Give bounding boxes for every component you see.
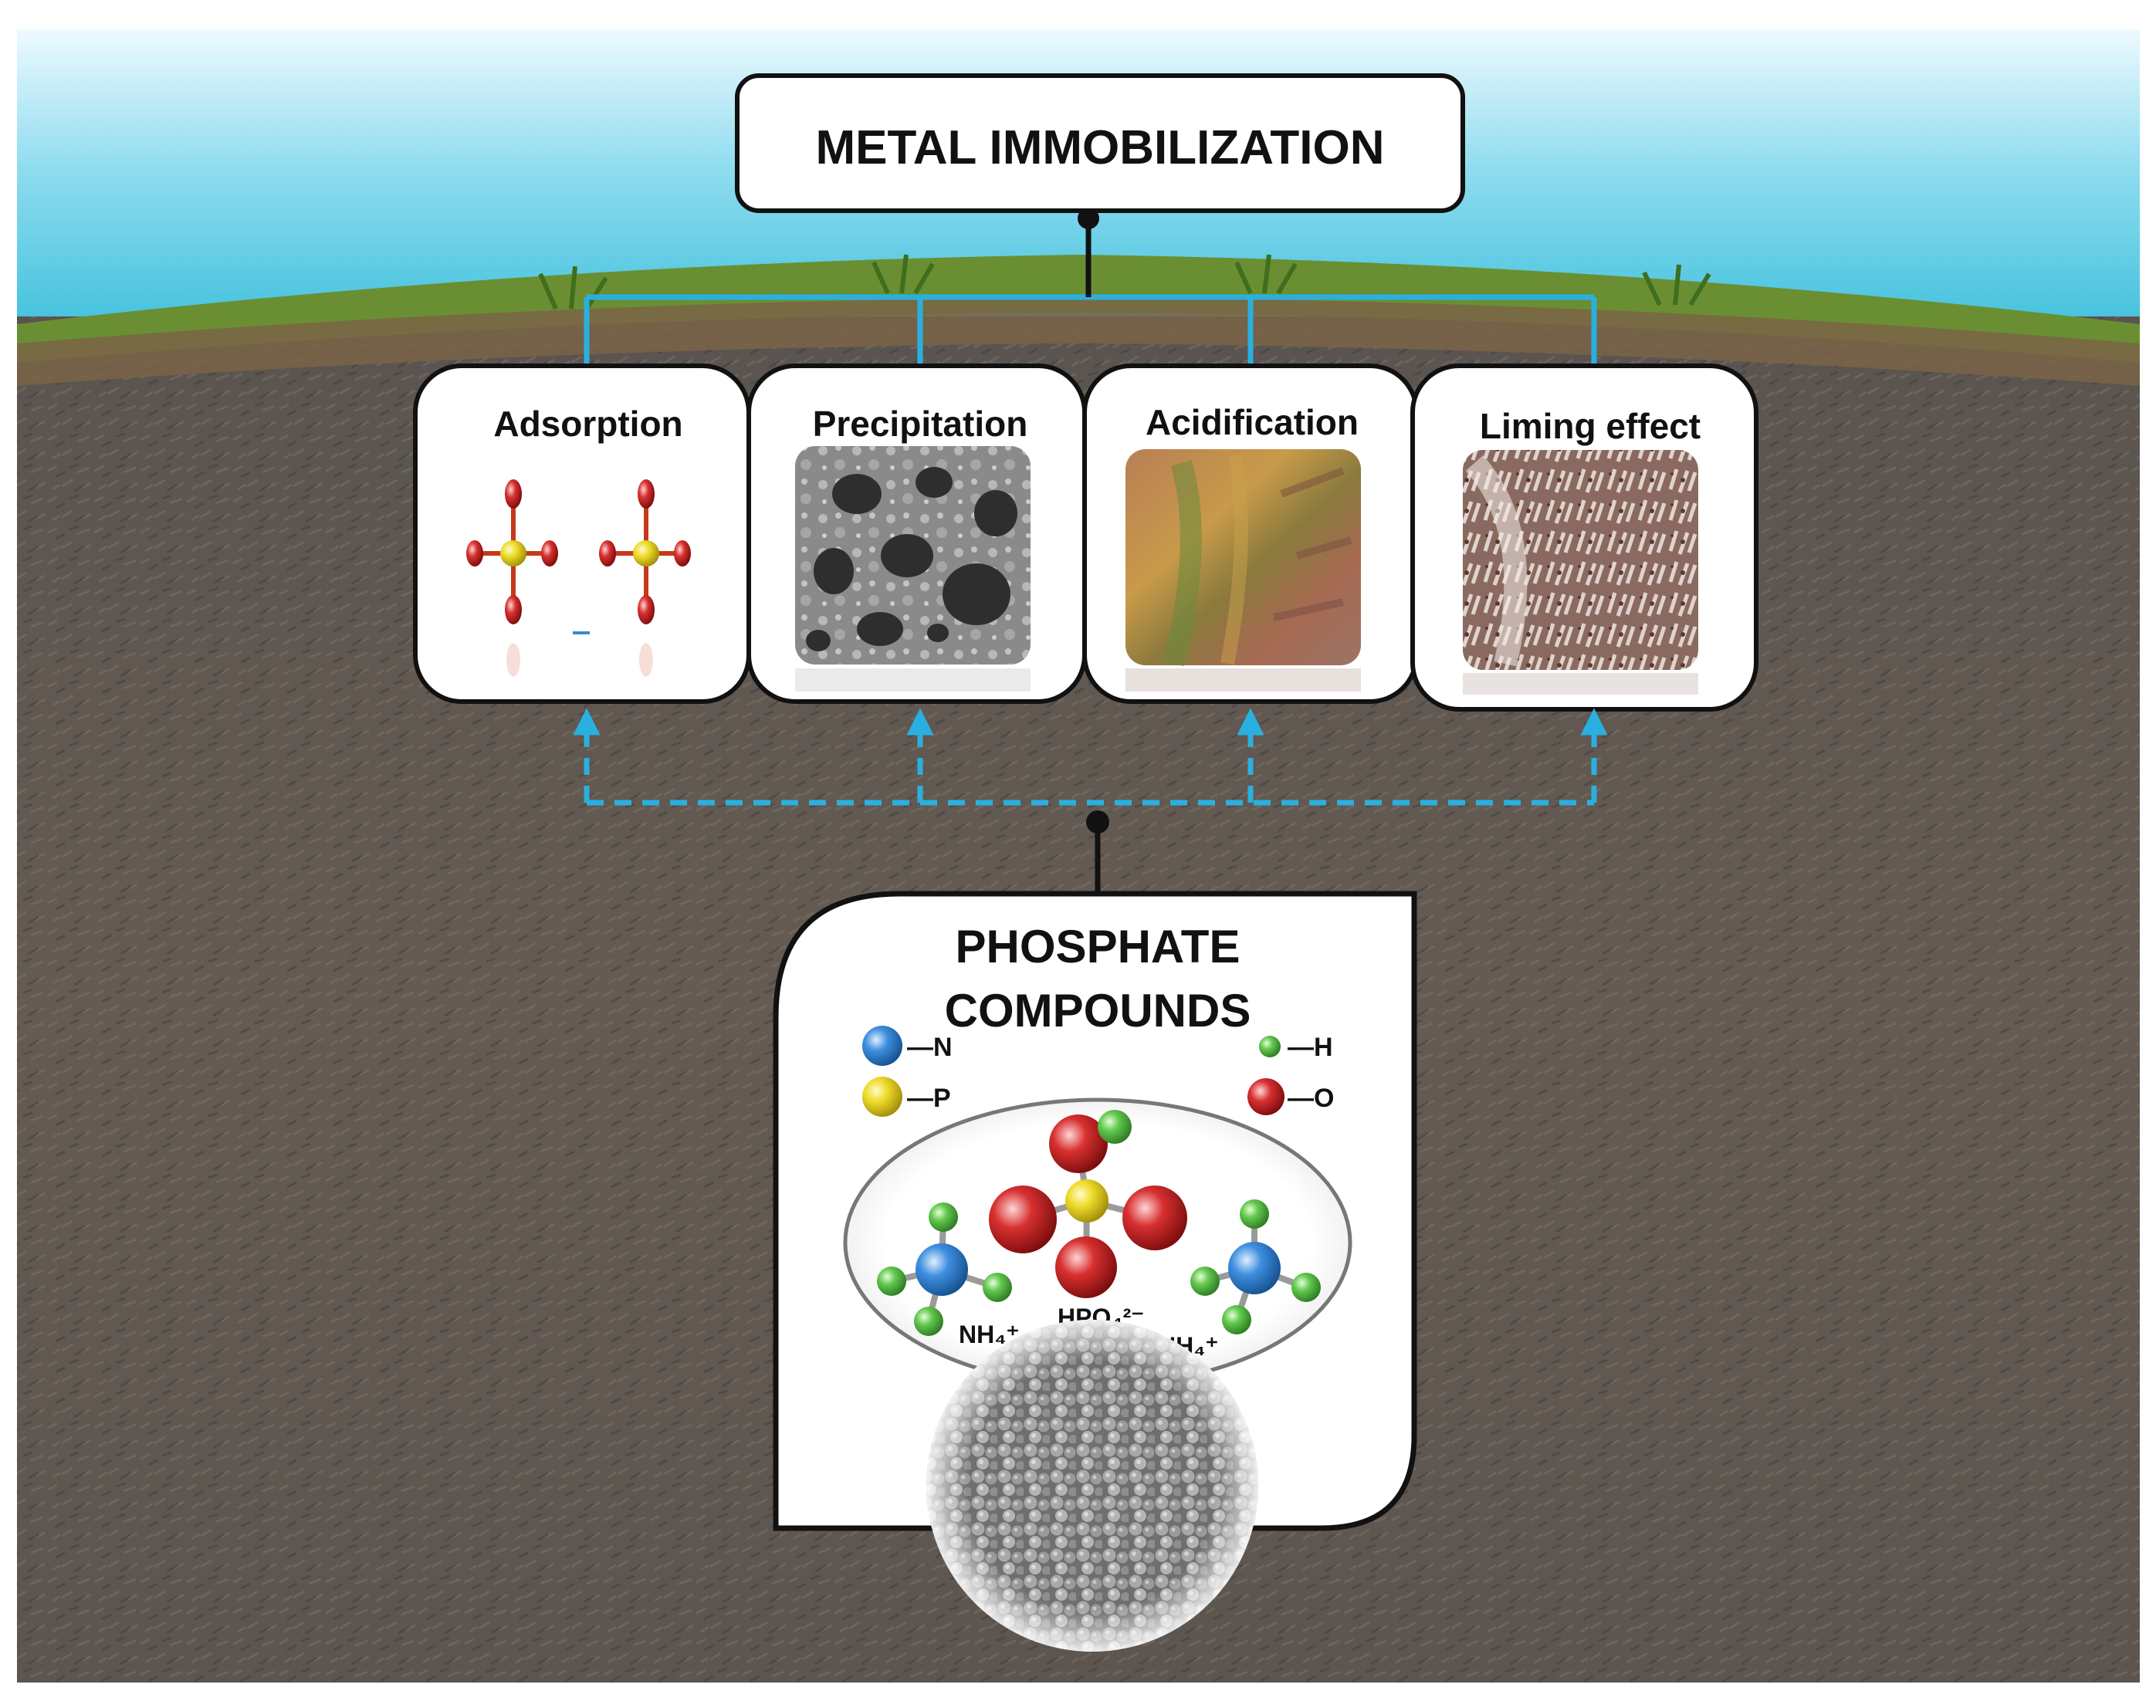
hydrogen-phosphate-molecule — [989, 1110, 1187, 1298]
phosphate-compounds-panel: PHOSPHATE COMPOUNDS —N —P —H —O — [773, 891, 1417, 1531]
source-title-line1: PHOSPHATE — [956, 921, 1240, 972]
limed-soil-photo — [1463, 450, 1698, 695]
dashed-connectors — [573, 708, 1608, 806]
nitrogen-atom-icon — [862, 1026, 902, 1066]
legend-label-h: —H — [1288, 1033, 1333, 1062]
grass-tufts — [538, 254, 1711, 310]
title-text: METAL IMMOBILIZATION — [815, 121, 1384, 174]
legend-label-p: —P — [907, 1084, 951, 1113]
source-stem-dot — [1086, 810, 1109, 834]
ammonium-molecule-left — [877, 1202, 1012, 1336]
hydrogen-atom-icon — [1259, 1036, 1281, 1057]
ammonium-molecule-right — [1190, 1199, 1321, 1334]
atom-legend: —N —P —H —O — [862, 1026, 1334, 1117]
porous-precipitate-micrograph — [795, 446, 1031, 692]
topsoil-strip — [17, 297, 2140, 386]
mechanism-precipitation: Precipitation — [746, 364, 1087, 704]
mechanism-liming: Liming effect — [1410, 364, 1758, 712]
fertilizer-granules — [926, 1320, 1258, 1652]
acidified-soil-photo — [1125, 449, 1361, 692]
legend-label-n: —N — [907, 1033, 953, 1062]
mechanism-label: Precipitation — [813, 404, 1028, 444]
mechanism-label: Adsorption — [493, 404, 682, 444]
mechanism-adsorption: Adsorption — [413, 364, 751, 704]
mechanism-label: Liming effect — [1480, 406, 1701, 446]
oxygen-atom-icon — [1247, 1078, 1284, 1115]
phosphate-tetrahedra-icon — [466, 479, 691, 677]
source-title-line2: COMPOUNDS — [945, 985, 1251, 1037]
title-box: METAL IMMOBILIZATION — [735, 73, 1465, 213]
phosphorus-atom-icon — [862, 1077, 902, 1117]
mechanism-acidification: Acidification — [1082, 364, 1419, 704]
legend-label-o: —O — [1288, 1084, 1334, 1113]
mechanism-label: Acidification — [1146, 402, 1359, 442]
